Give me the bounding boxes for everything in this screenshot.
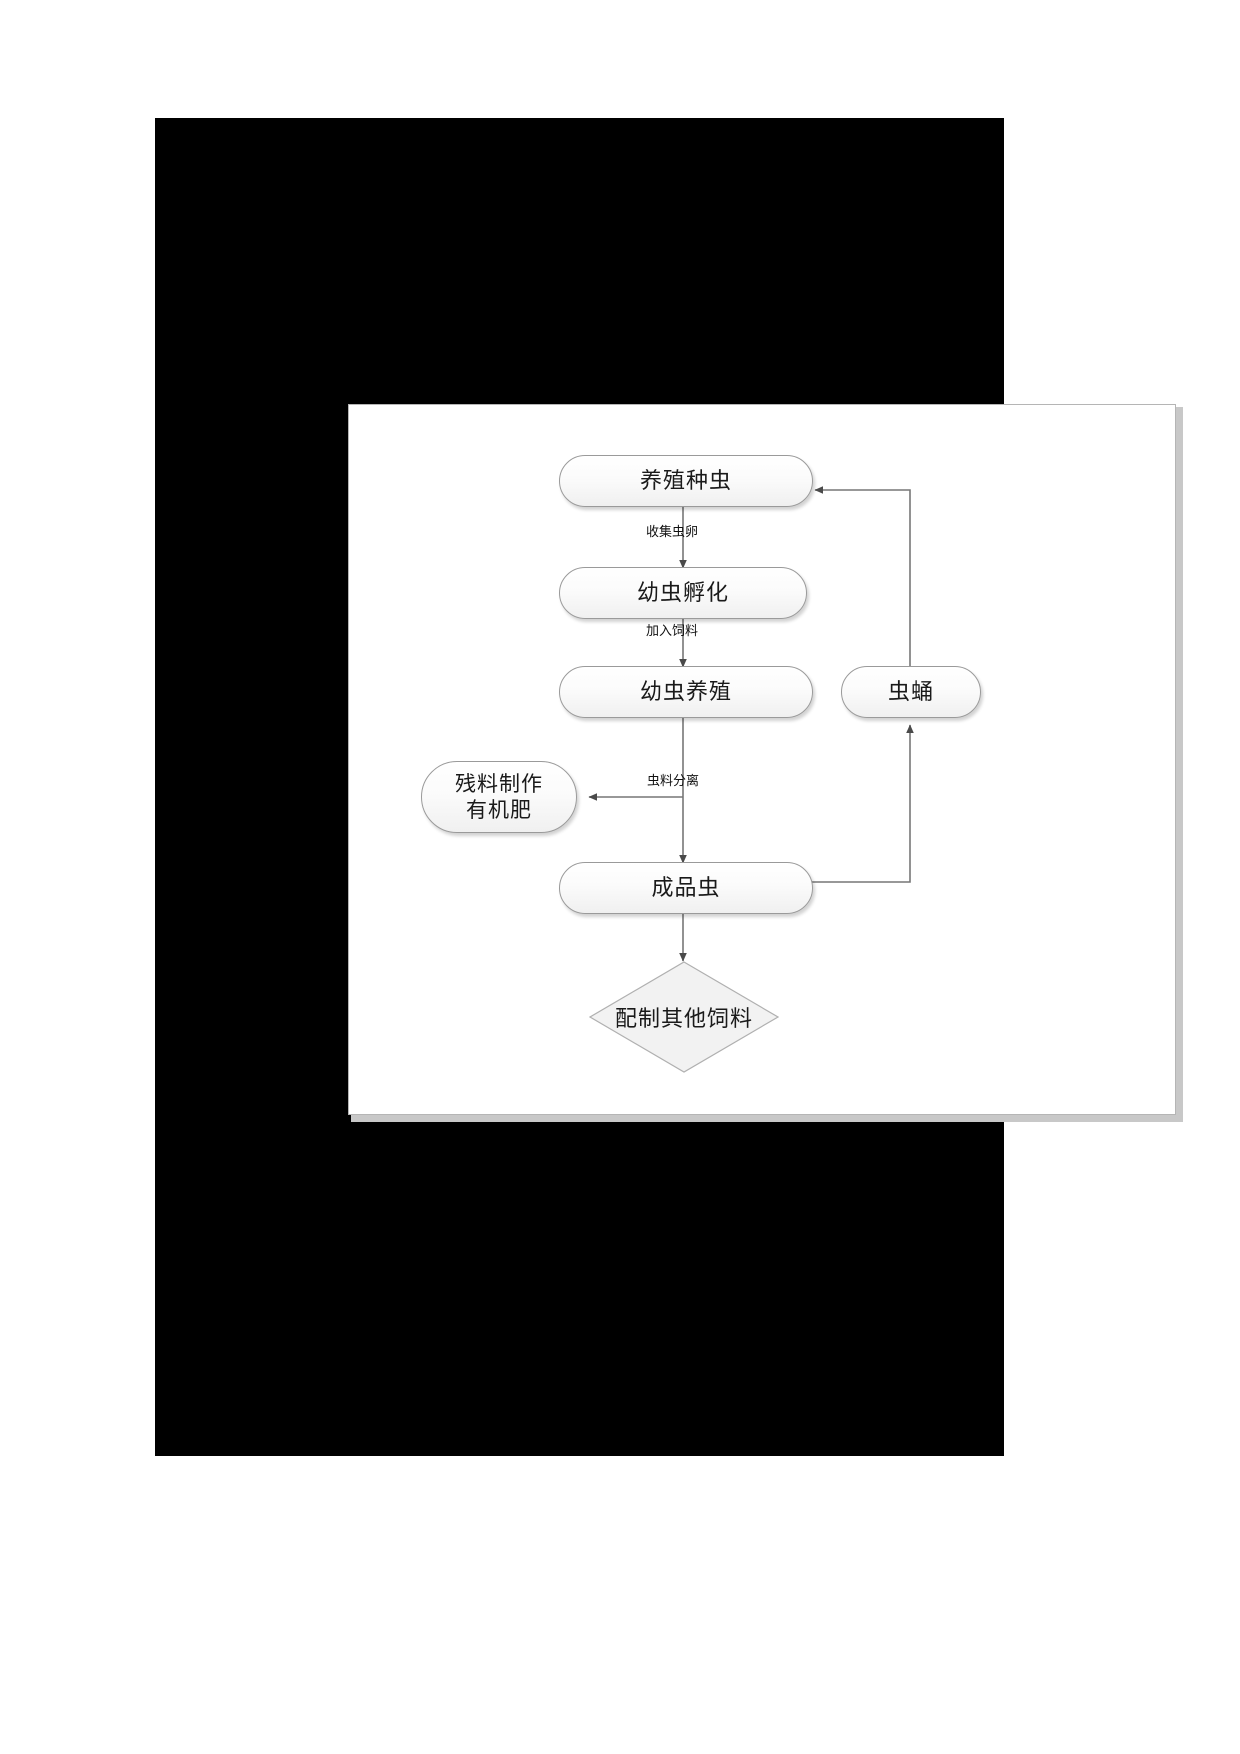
node-organic-fertilizer-label-line1: 残料制作 (455, 771, 543, 796)
edge-label-add-feed: 加入饲料 (646, 624, 699, 639)
flowchart-canvas: 养殖种虫 幼虫孵化 幼虫养殖 虫蛹 残料制作 有机肥 成品虫 (349, 405, 1177, 1116)
node-larvae-rearing-label: 幼虫养殖 (639, 679, 732, 705)
node-pupae[interactable]: 虫蛹 (841, 666, 981, 718)
node-larvae-rearing[interactable]: 幼虫养殖 (559, 666, 813, 718)
edge-label-separate-insects: 虫料分离 (647, 774, 700, 789)
node-larvae-hatching-label: 幼虫孵化 (636, 580, 729, 606)
node-finished-insects-label: 成品虫 (651, 875, 721, 901)
node-larvae-hatching[interactable]: 幼虫孵化 (559, 567, 807, 619)
edge-label-collect-eggs: 收集虫卵 (646, 525, 699, 540)
node-finished-insects[interactable]: 成品虫 (559, 862, 813, 914)
node-organic-fertilizer[interactable]: 残料制作 有机肥 (421, 761, 577, 833)
node-organic-fertilizer-label-line2: 有机肥 (466, 798, 532, 822)
diagram-panel: 养殖种虫 幼虫孵化 幼虫养殖 虫蛹 残料制作 有机肥 成品虫 (348, 404, 1176, 1115)
document-page-frame: 养殖种虫 幼虫孵化 幼虫养殖 虫蛹 残料制作 有机肥 成品虫 (155, 118, 1183, 1456)
node-pupae-label: 虫蛹 (887, 679, 934, 705)
node-other-feed-label: 配制其他饲料 (614, 1006, 753, 1031)
node-breeding-stock-label: 养殖种虫 (639, 468, 732, 494)
connector-pupae-to-breeding (814, 486, 911, 667)
node-other-feed[interactable]: 配制其他饲料 (589, 961, 779, 1073)
connector-finished-to-pupae (808, 724, 914, 883)
node-breeding-stock[interactable]: 养殖种虫 (559, 455, 813, 507)
diamond-shape-icon (589, 961, 779, 1073)
